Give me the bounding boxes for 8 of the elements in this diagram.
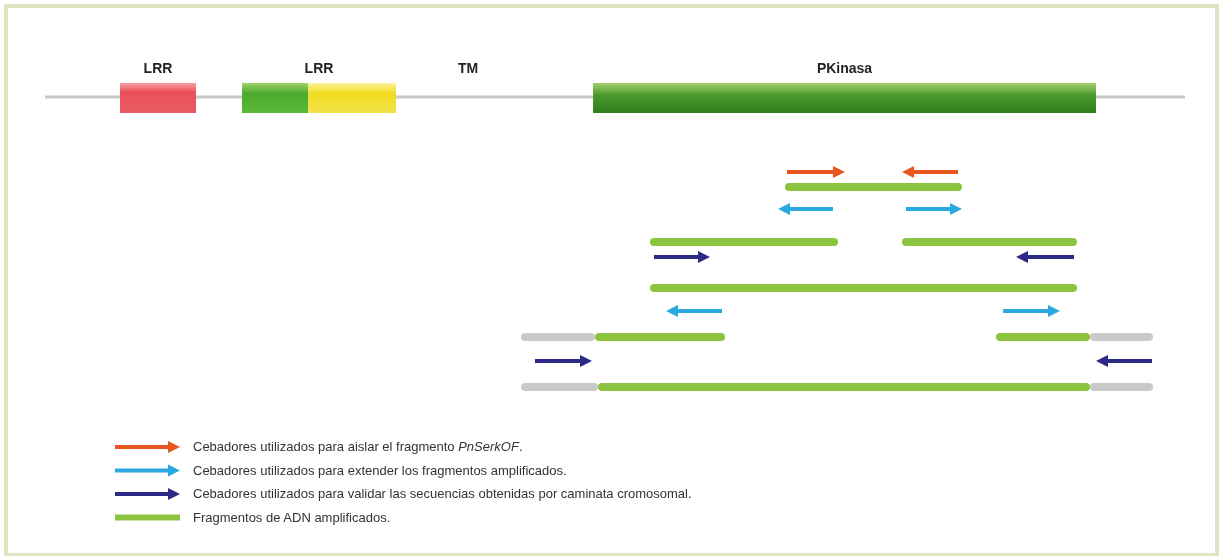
domain-label: LRR: [303, 60, 335, 76]
legend-text: Cebadores utilizados para aislar el fragmento PnSerkOF.: [193, 439, 523, 454]
legend-text: Fragmentos de ADN amplificados.: [193, 509, 391, 525]
domain-label: LRR: [142, 60, 174, 76]
legend-text: Cebadores utilizados para validar las secuencias obtenidas por caminata cromosomal.: [193, 486, 692, 501]
domain-label: PKinasa: [815, 60, 874, 76]
domain-label: TM: [458, 60, 479, 76]
legend-text: Cebadores utilizados para extender los fragmentos amplificados.: [193, 462, 567, 478]
